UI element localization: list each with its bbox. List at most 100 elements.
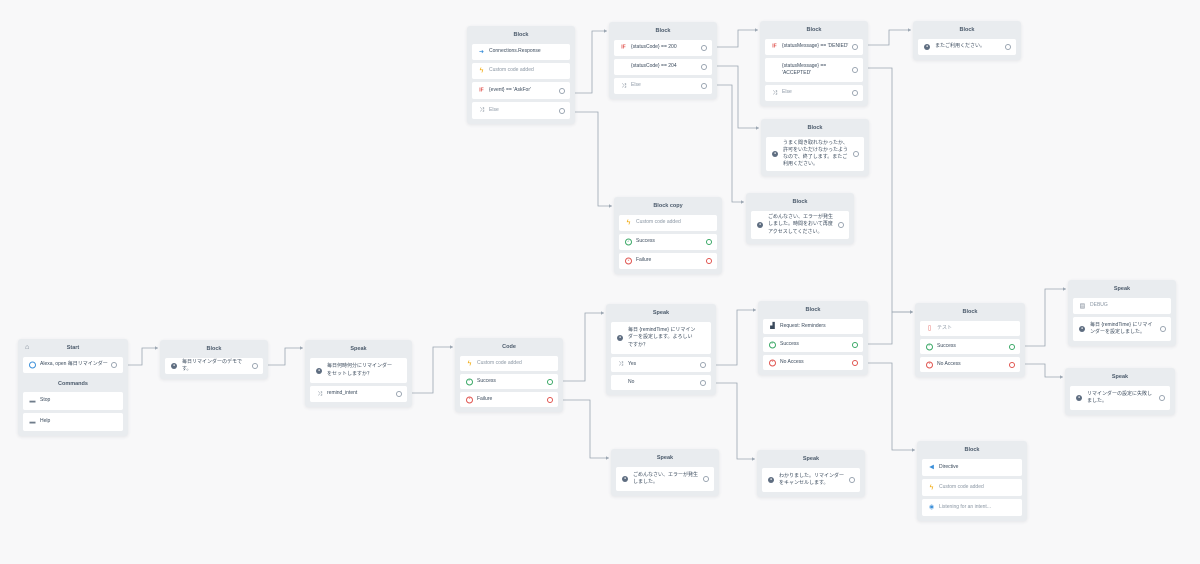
accepted-path[interactable]: {statusMessage} == 'ACCEPTED' bbox=[765, 58, 863, 82]
speak-step[interactable]: ● 毎日 {remindTime} にリマインダーを設定しました。 bbox=[1073, 317, 1171, 341]
debug-speak[interactable]: Speak ▤ DEBUG ● 毎日 {remindTime} にリマインダーを… bbox=[1068, 280, 1176, 346]
else-path[interactable]: ⤨ Else bbox=[765, 85, 863, 101]
code-node[interactable]: Code ϟ Custom code added ✓ Success × Fai… bbox=[455, 338, 563, 412]
success-port[interactable] bbox=[852, 341, 858, 348]
error-speak[interactable]: Speak ● ごめんなさい、エラーが発生しました。 bbox=[611, 449, 719, 496]
if-condition-path[interactable]: IF {event} == 'AskFor' bbox=[472, 82, 570, 99]
yes-path[interactable]: ⤨ Yes bbox=[611, 357, 711, 372]
custom-code-step[interactable]: ϟ Custom code added bbox=[460, 356, 558, 371]
success-path[interactable]: ✓ Success bbox=[619, 234, 717, 250]
start-intro-step[interactable]: Alexa, open 毎日リマインダー bbox=[23, 357, 123, 373]
condition-port[interactable] bbox=[852, 67, 858, 73]
condition-port[interactable] bbox=[701, 45, 707, 51]
cancel-speak[interactable]: Speak ● わかりました。リマインダーをキャンセルします。 bbox=[757, 450, 865, 497]
test-step[interactable]: ▯ テスト bbox=[920, 321, 1020, 336]
no-access-path[interactable]: × No Access bbox=[763, 355, 863, 370]
output-port[interactable] bbox=[1005, 44, 1011, 50]
speak-step[interactable]: ● うまく聞き取れなかったか、許可をいただけなかったようなので、終了します。また… bbox=[766, 137, 864, 171]
directive-block[interactable]: Block ◀ Directive ϟ Custom code added ◉ … bbox=[917, 441, 1027, 521]
ask-time-speak[interactable]: Speak ● 毎日何時何分にリマインダーをセットしますか？ ⤨ remind_… bbox=[305, 340, 412, 407]
success-path[interactable]: ✓ Success bbox=[460, 374, 558, 389]
else-path[interactable]: ⤨ Else bbox=[472, 102, 570, 119]
speak-step[interactable]: ● またご利用ください。 bbox=[918, 39, 1016, 55]
status-204-path[interactable]: {statusCode} == 204 bbox=[614, 59, 712, 75]
failure-port[interactable] bbox=[547, 396, 553, 403]
output-port[interactable] bbox=[252, 363, 258, 369]
denied-path[interactable]: IF {statusMessage} == 'DENIED' bbox=[765, 39, 863, 55]
welcome-block[interactable]: Block ● 毎日リマインダーのデモです。 bbox=[160, 340, 268, 379]
status-200-path[interactable]: IF {statusCode} == 200 bbox=[614, 40, 712, 56]
condition-port[interactable] bbox=[559, 87, 565, 94]
speak-icon: ● bbox=[924, 44, 930, 50]
arrow-head bbox=[604, 29, 607, 33]
output-port[interactable] bbox=[838, 222, 844, 228]
speak-step[interactable]: ● ごめんなさい、エラーが発生しました。時間をおいて再度アクセスしてください。 bbox=[751, 211, 849, 239]
connection-line bbox=[563, 399, 609, 459]
output-port[interactable] bbox=[1160, 326, 1166, 332]
not-understood-block[interactable]: Block ● うまく聞き取れなかったか、許可をいただけなかったようなので、終了… bbox=[761, 119, 869, 176]
command-help[interactable]: ▬ Help bbox=[23, 413, 123, 431]
test-block[interactable]: Block ▯ テスト ✓ Success × No Access bbox=[915, 303, 1025, 377]
else-port[interactable] bbox=[701, 83, 707, 89]
else-port[interactable] bbox=[559, 107, 565, 114]
status-message-block[interactable]: Block IF {statusMessage} == 'DENIED' {st… bbox=[760, 21, 868, 106]
node-title: Speak bbox=[1113, 286, 1131, 292]
speak-icon: ● bbox=[1076, 395, 1082, 401]
connection-line bbox=[716, 309, 756, 366]
speak-step[interactable]: ● ごめんなさい、エラーが発生しました。 bbox=[616, 467, 714, 491]
output-port[interactable] bbox=[703, 476, 709, 482]
speak-step[interactable]: ● わかりました。リマインダーをキャンセルします。 bbox=[762, 468, 860, 492]
speak-step[interactable]: ● リマインダーの設定に失敗しました。 bbox=[1070, 386, 1170, 410]
status-code-block[interactable]: Block IF {statusCode} == 200 {statusCode… bbox=[609, 22, 717, 99]
fail-set-speak[interactable]: Speak ● リマインダーの設定に失敗しました。 bbox=[1065, 368, 1175, 415]
speak-step[interactable]: ● 毎日何時何分にリマインダーをセットしますか？ bbox=[310, 358, 407, 383]
node-title: Block bbox=[962, 309, 978, 315]
success-port[interactable] bbox=[547, 378, 553, 385]
failure-port[interactable] bbox=[852, 359, 858, 366]
connection-line bbox=[128, 347, 158, 366]
connections-response-block[interactable]: Block ➜ Connections.Response ϟ Custom co… bbox=[467, 26, 575, 124]
custom-code-step[interactable]: ϟ Custom code added bbox=[619, 215, 717, 231]
speak-step[interactable]: ● 毎日リマインダーのデモです。 bbox=[165, 358, 263, 374]
start-port[interactable] bbox=[111, 362, 117, 368]
output-port[interactable] bbox=[853, 151, 859, 157]
success-port[interactable] bbox=[706, 239, 712, 245]
failure-port[interactable] bbox=[1009, 361, 1015, 368]
goodbye-block[interactable]: Block ● またご利用ください。 bbox=[913, 21, 1021, 60]
command-stop[interactable]: ▬ Stop bbox=[23, 392, 123, 410]
lightning-icon: ϟ bbox=[479, 67, 484, 75]
success-path[interactable]: ✓ Success bbox=[763, 337, 863, 352]
listening-step[interactable]: ◉ Listening for an intent... bbox=[922, 499, 1022, 516]
block-copy[interactable]: Block copy ϟ Custom code added ✓ Success… bbox=[614, 197, 722, 274]
confirm-speak[interactable]: Speak ● 毎日 {remindTime} にリマインダーを設定します。よろ… bbox=[606, 304, 716, 395]
failure-path[interactable]: × Failure bbox=[460, 392, 558, 407]
failure-port[interactable] bbox=[706, 258, 712, 264]
intent-step[interactable]: ⤨ remind_intent bbox=[310, 386, 407, 402]
output-port[interactable] bbox=[1159, 395, 1165, 401]
debug-step[interactable]: ▤ DEBUG bbox=[1073, 298, 1171, 314]
no-access-path[interactable]: × No Access bbox=[920, 357, 1020, 372]
output-port[interactable] bbox=[849, 477, 855, 483]
success-port[interactable] bbox=[1009, 343, 1015, 350]
custom-code-step[interactable]: ϟ Custom code added bbox=[472, 63, 570, 79]
custom-code-step[interactable]: ϟ Custom code added bbox=[922, 479, 1022, 496]
failure-path[interactable]: × Failure bbox=[619, 253, 717, 269]
output-port[interactable] bbox=[396, 391, 402, 397]
start-node[interactable]: ⌂ Start Alexa, open 毎日リマインダー Commands ▬ … bbox=[18, 339, 128, 436]
speak-step[interactable]: ● 毎日 {remindTime} にリマインダーを設定します。よろしいですか？ bbox=[611, 322, 711, 354]
event-step[interactable]: ➜ Connections.Response bbox=[472, 44, 570, 60]
yes-port[interactable] bbox=[700, 361, 706, 368]
request-block[interactable]: Block ▟ Request: Reminders ✓ Success × N… bbox=[758, 301, 868, 375]
no-path[interactable]: No bbox=[611, 375, 711, 390]
retry-error-block[interactable]: Block ● ごめんなさい、エラーが発生しました。時間をおいて再度アクセスして… bbox=[746, 193, 854, 244]
if-icon: IF bbox=[772, 43, 777, 50]
condition-port[interactable] bbox=[701, 64, 707, 70]
permission-request-step[interactable]: ▟ Request: Reminders bbox=[763, 319, 863, 334]
success-path[interactable]: ✓ Success bbox=[920, 339, 1020, 354]
else-path[interactable]: ⤨ Else bbox=[614, 78, 712, 94]
directive-step[interactable]: ◀ Directive bbox=[922, 459, 1022, 476]
condition-port[interactable] bbox=[852, 44, 858, 50]
no-port[interactable] bbox=[700, 379, 706, 386]
else-port[interactable] bbox=[852, 90, 858, 96]
